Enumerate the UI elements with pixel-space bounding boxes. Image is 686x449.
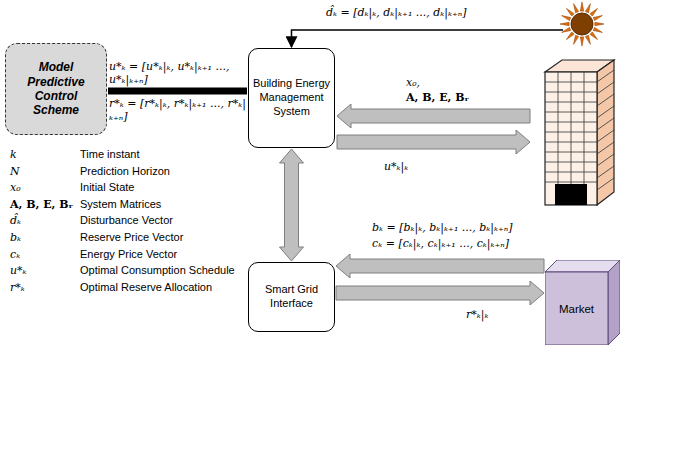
node-text: Smart Grid Interface	[252, 283, 332, 311]
state-label: x₀,	[406, 76, 420, 89]
node-text: Market	[559, 303, 594, 315]
building-icon	[545, 60, 614, 205]
symbol-meaning: Reserve Price Vector	[80, 231, 183, 244]
symbol: u*ₖ	[10, 264, 27, 277]
disturbance-vector: d̂ₖ = [dₖ|ₖ, dₖ|ₖ₊₁ ..., dₖ|ₖ₊ₙ]	[326, 6, 467, 19]
node-text: Building Energy Management System	[252, 77, 332, 118]
symbol-meaning: Energy Price Vector	[80, 248, 177, 261]
symbol: cₖ	[10, 248, 20, 261]
control-arrow	[337, 130, 530, 154]
symbol: bₖ	[10, 231, 21, 244]
node-text: Model Predictive Control Scheme	[16, 60, 96, 118]
control-label: u*ₖ|ₖ	[384, 160, 408, 173]
block-arrow	[336, 281, 544, 305]
edge-label: bₖ = [bₖ|ₖ, bₖ|ₖ₊₁ ..., bₖ|ₖ₊ₙ]	[372, 221, 513, 234]
market-box: Market	[545, 260, 620, 345]
symbol: N	[10, 165, 20, 178]
symbol: x₀	[10, 181, 21, 194]
edge-label: r*ₖ|ₖ	[466, 308, 489, 321]
price-vector: cₖ = [cₖ|ₖ, cₖ|ₖ₊₁ ..., cₖ|ₖ₊ₙ]	[372, 237, 509, 250]
reserve-vector: r*ₖ = [r*ₖ|ₖ, r*ₖ|ₖ₊₁ ..., r*ₖ|ₖ₊ₙ]	[109, 97, 247, 123]
symbol-meaning: Prediction Horizon	[80, 165, 170, 178]
control-scheme-box: Model Predictive Control Scheme	[5, 43, 107, 135]
block-arrow	[280, 149, 304, 261]
symbol-meaning: Initial State	[80, 181, 134, 194]
disturbance-line	[292, 30, 564, 47]
data-bus	[108, 88, 247, 95]
symbol-meaning: System Matrices	[80, 198, 161, 211]
symbol: d̂ₖ	[10, 214, 21, 227]
symbol-meaning: Time instant	[80, 148, 140, 161]
symbol: r*ₖ	[10, 281, 25, 294]
interface-box: Smart Grid Interface	[248, 262, 335, 332]
symbol: k	[10, 148, 17, 161]
symbol-meaning: Optimal Consumption Schedule	[80, 264, 235, 277]
block-arrow	[336, 254, 544, 278]
symbol-meaning: Optimal Reserve Allocation	[80, 281, 212, 294]
symbol-meaning: Disturbance Vector	[80, 214, 173, 227]
edge-label: u*ₖ = [u*ₖ|ₖ, u*ₖ|ₖ₊₁ ..., u*ₖ|ₖ₊ₙ]	[109, 60, 247, 86]
management-box: Building Energy Management System	[248, 48, 335, 148]
matrix-label: A, B, E, Bᵣ	[406, 91, 469, 104]
sun-icon	[560, 2, 604, 46]
symbol: A, B, E, Bᵣ	[10, 198, 73, 211]
state-arrow	[337, 104, 530, 128]
